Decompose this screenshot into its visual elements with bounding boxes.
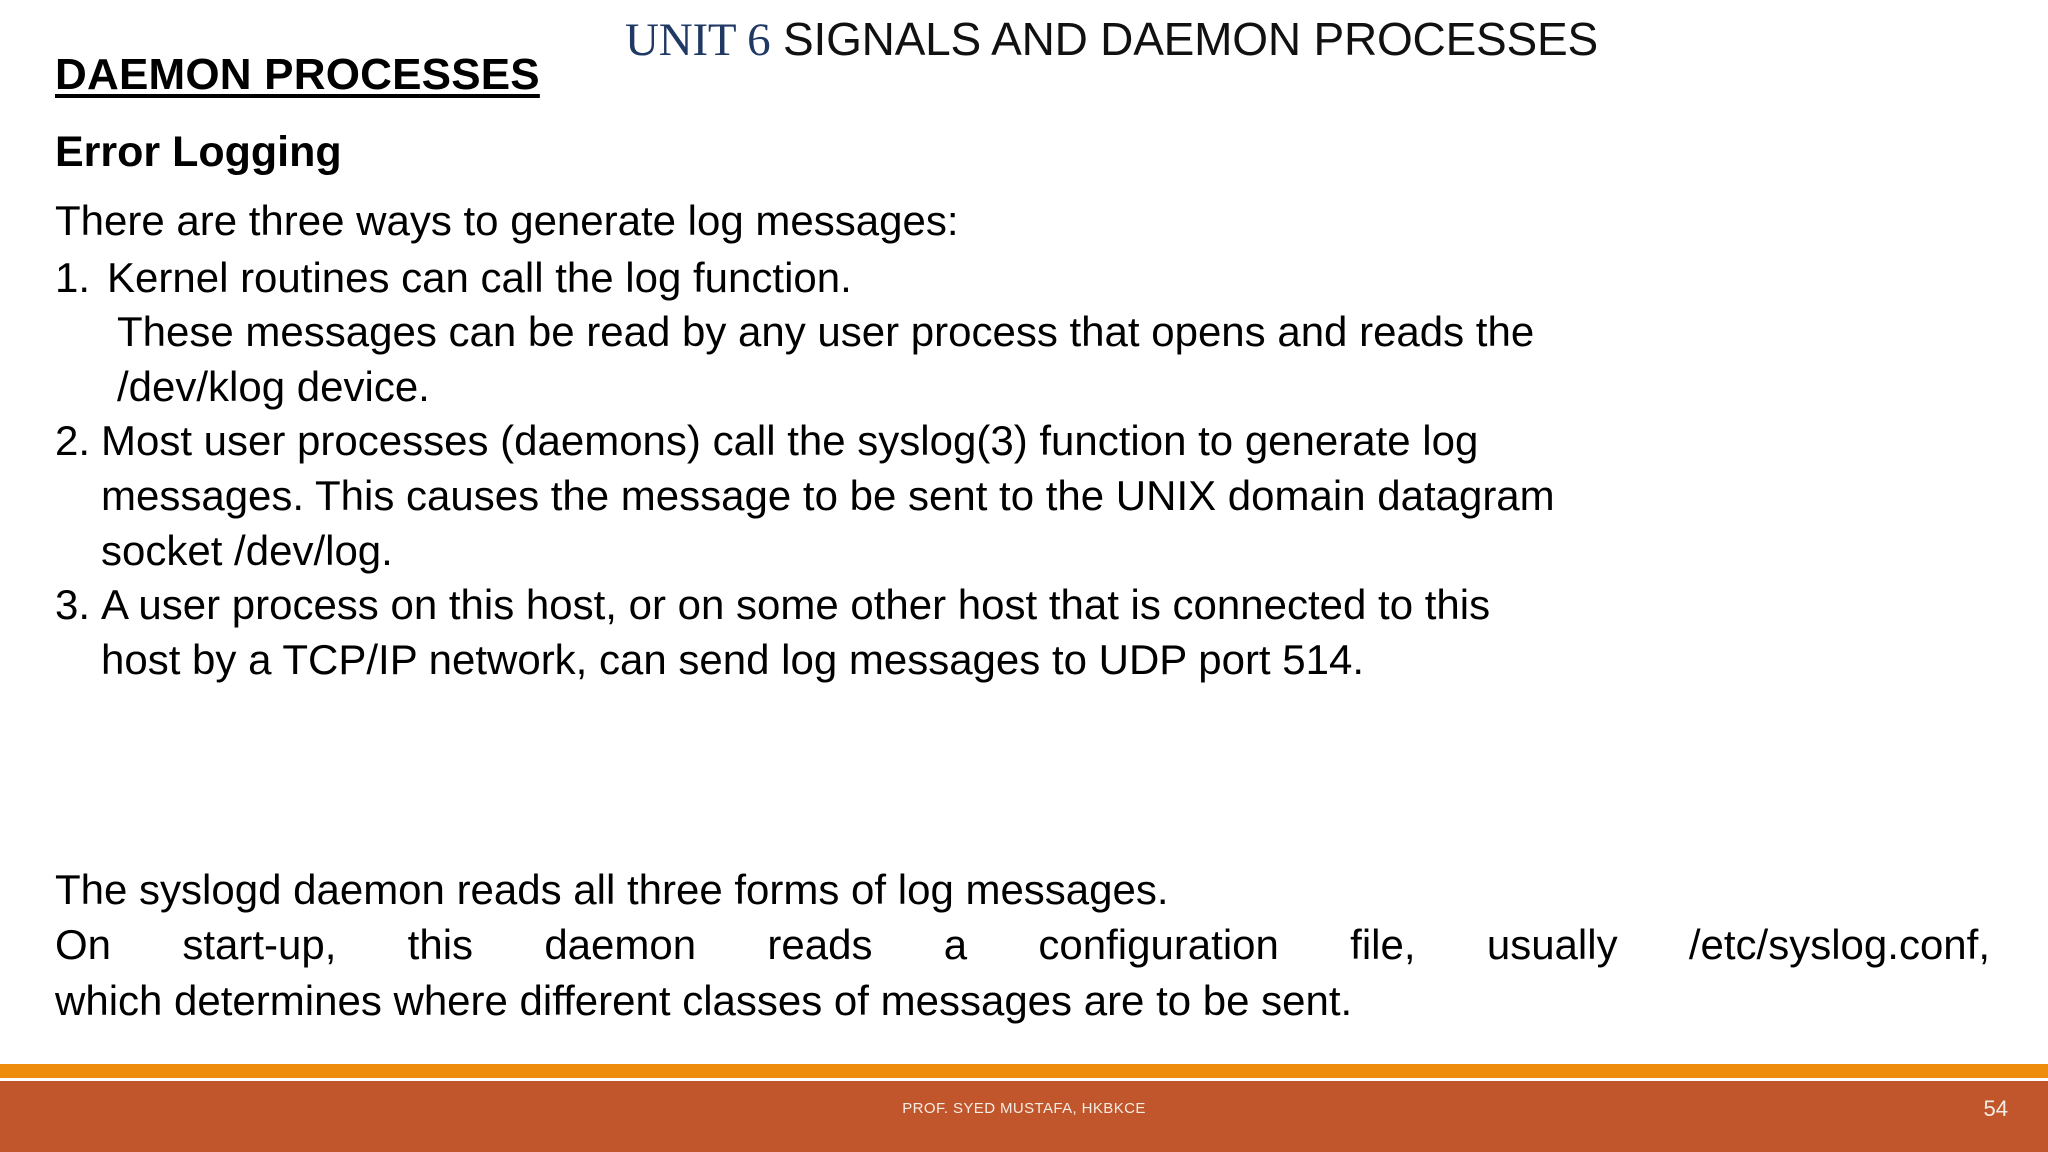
header-title-rest: SIGNALS AND DAEMON PROCESSES: [770, 13, 1598, 65]
list-item-number: 1.: [55, 253, 91, 301]
footer-page-number: 54: [1983, 1096, 2008, 1121]
closing-line-3: which determines where different classes…: [55, 976, 1353, 1024]
closing-line-1: The syslogd daemon reads all three forms…: [55, 866, 1169, 913]
footer-divider: [0, 1078, 2048, 1081]
closing-line-2: On start-up, this daemon reads a configu…: [55, 921, 1990, 969]
list-item: 2. Most user processes (daemons) call th…: [55, 414, 2010, 578]
list-item-line: These messages can be read by any user p…: [117, 308, 1535, 356]
page-subtitle: Error Logging: [55, 128, 342, 176]
numbered-list: 1. Kernel routines can call the log func…: [55, 251, 2010, 688]
list-item-number: 2.: [55, 417, 91, 465]
list-item-line: messages. This causes the message to be …: [101, 471, 1555, 519]
list-item-line: host by a TCP/IP network, can send log m…: [101, 635, 1365, 683]
list-item-body: Kernel routines can call the log functio…: [107, 251, 2010, 415]
list-item-line: socket /dev/log.: [101, 526, 393, 574]
list-item-body: A user process on this host, or on some …: [101, 578, 2010, 687]
list-item-line: /dev/klog device.: [117, 362, 430, 410]
list-item-line: Kernel routines can call the log functio…: [107, 253, 852, 301]
page-title: DAEMON PROCESSES: [55, 50, 540, 99]
list-item: 1. Kernel routines can call the log func…: [55, 251, 2010, 415]
header-unit-tag: UNIT 6: [625, 14, 771, 66]
footer-band: [0, 1081, 2048, 1152]
list-item-body: Most user processes (daemons) call the s…: [101, 414, 2010, 578]
list-item-number: 3.: [55, 581, 91, 629]
slide-header: UNIT 6 SIGNALS AND DAEMON PROCESSES: [625, 14, 1598, 65]
list-item-line: Most user processes (daemons) call the s…: [101, 417, 1479, 465]
list-item: 3. A user process on this host, or on so…: [55, 578, 2010, 687]
footer-credit-text: PROF. SYED MUSTAFA, HKBKCE: [902, 1100, 1146, 1117]
intro-paragraph: There are three ways to generate log mes…: [55, 197, 959, 244]
list-item-line: A user process on this host, or on some …: [101, 581, 1491, 629]
closing-paragraphs: The syslogd daemon reads all three forms…: [55, 862, 2010, 1028]
footer-accent-bar: [0, 1064, 2048, 1078]
body-content: There are three ways to generate log mes…: [55, 194, 2010, 687]
